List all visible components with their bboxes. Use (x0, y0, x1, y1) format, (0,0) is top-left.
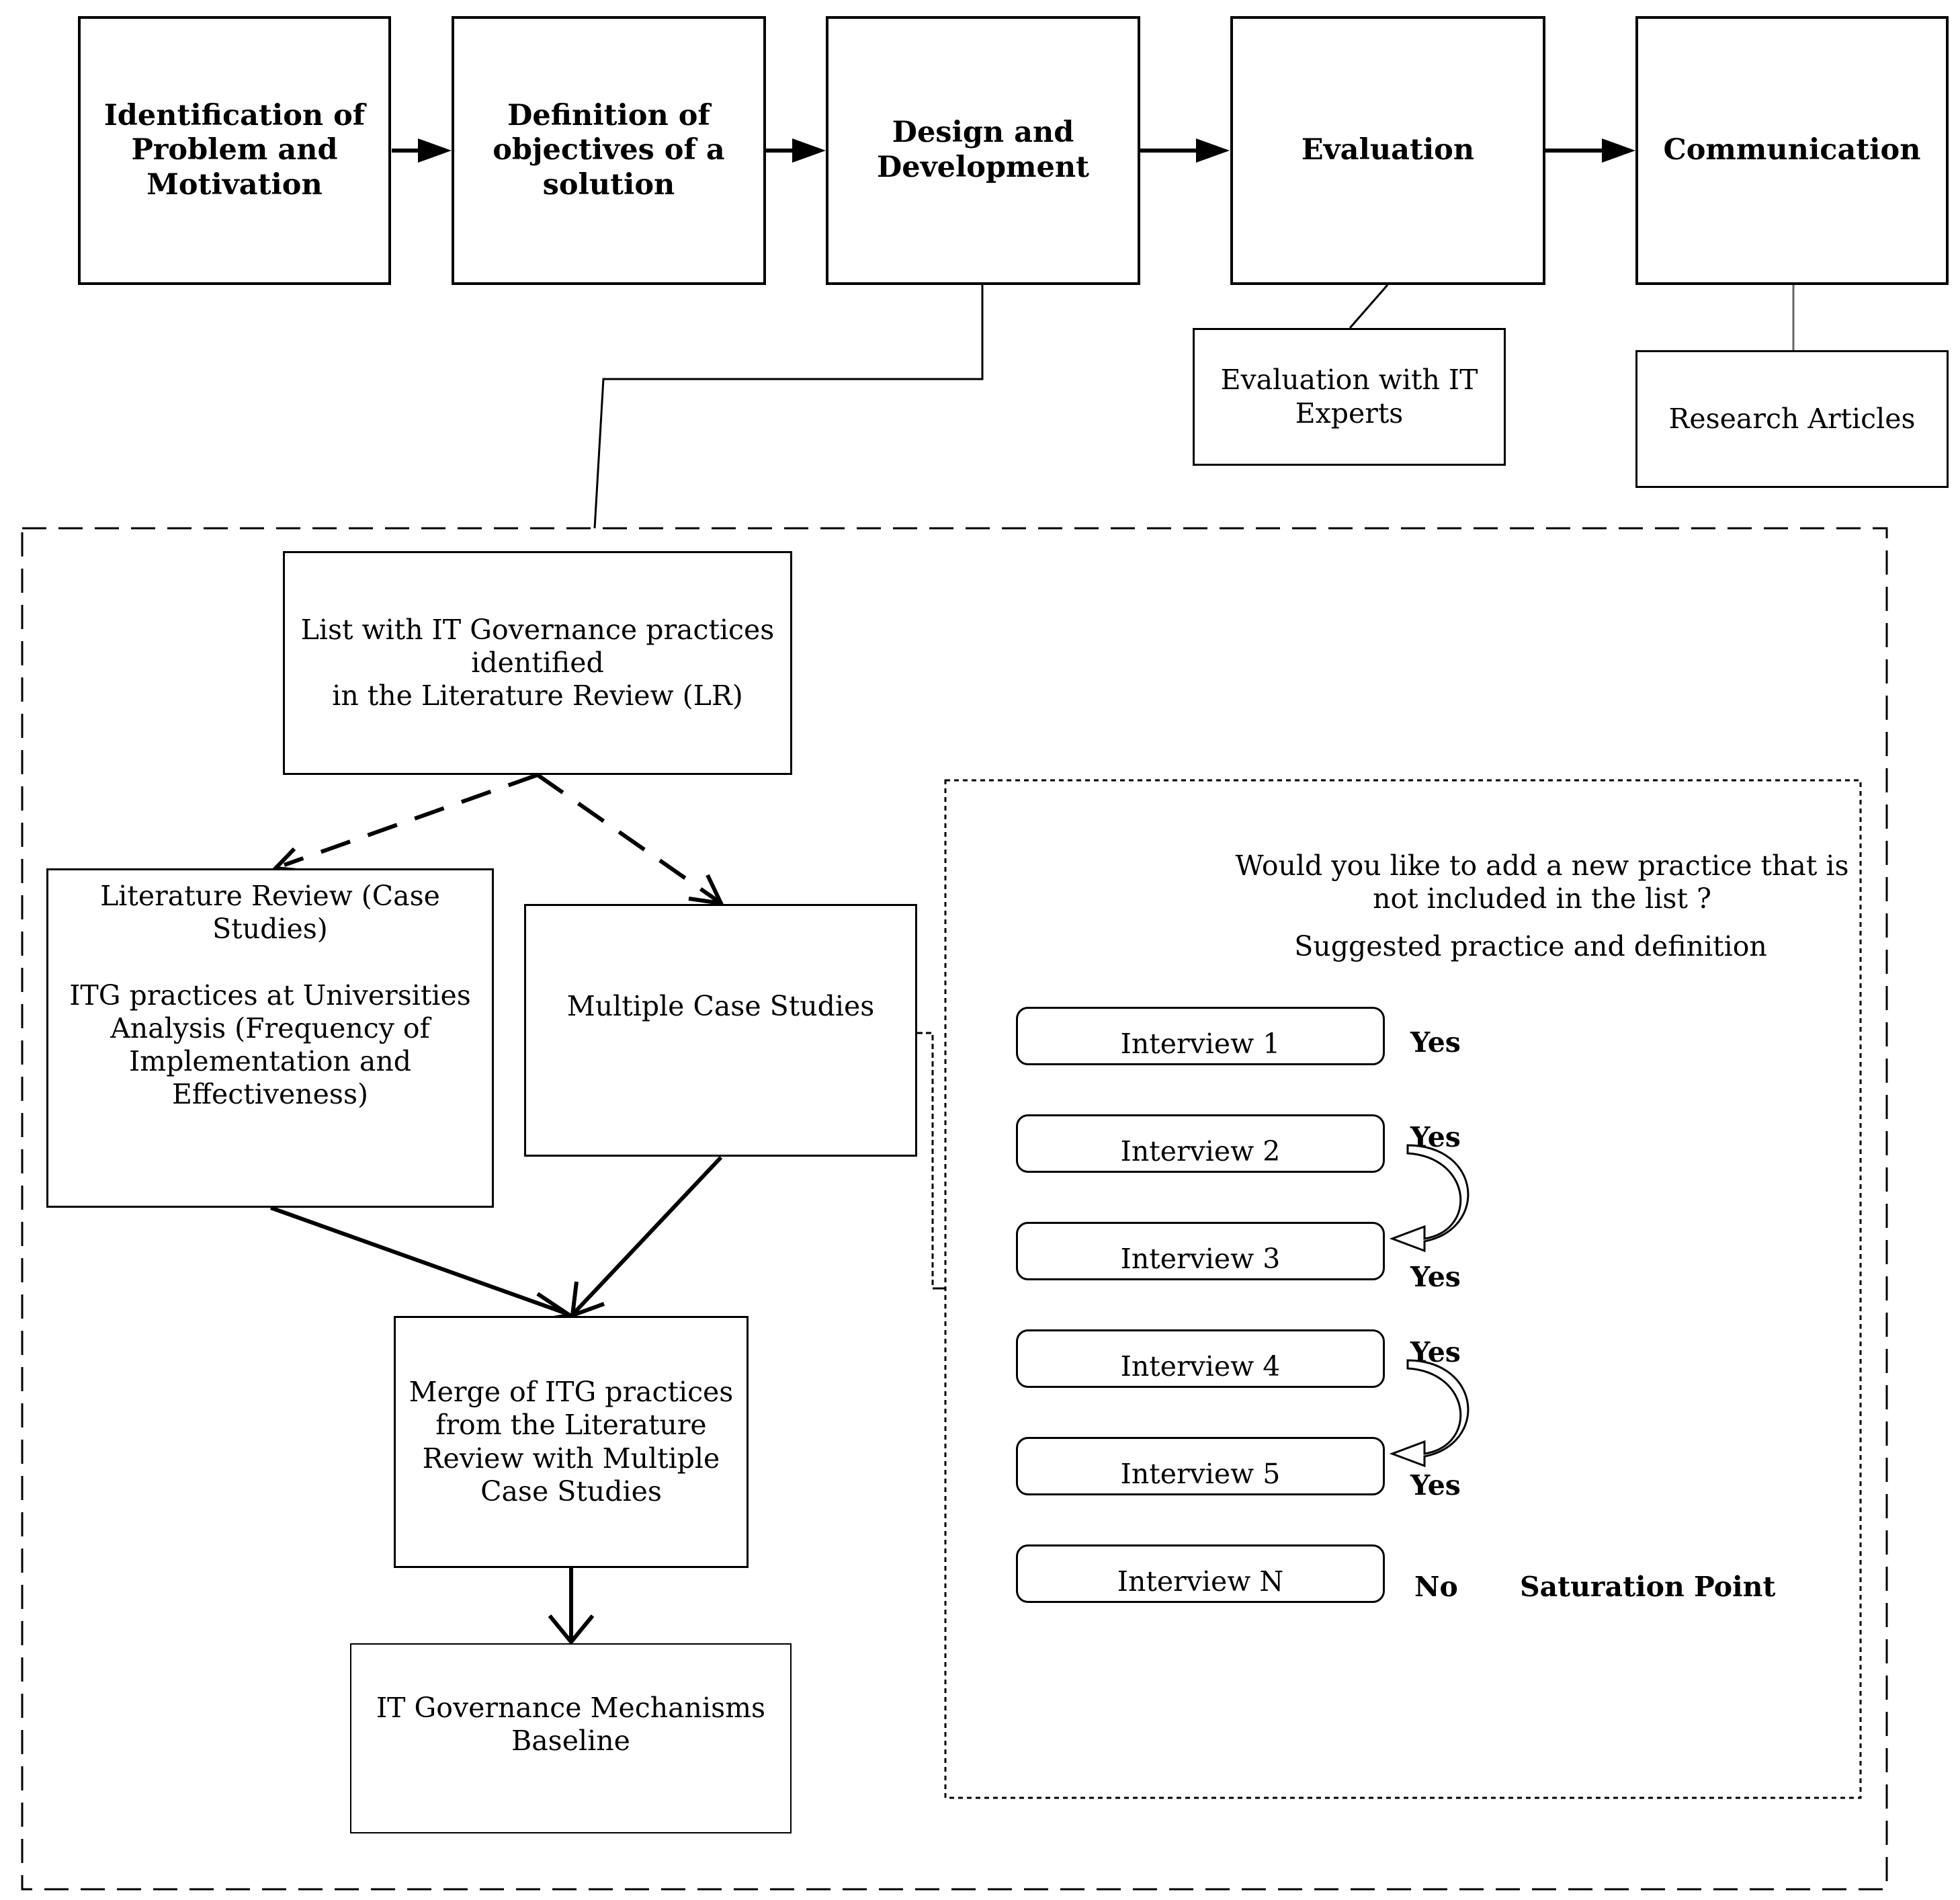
arrowhead-stage-2-3 (792, 138, 826, 163)
design-detail-region (21, 527, 1888, 1891)
merge-practices: Merge of ITG practices from the Literatu… (394, 1316, 749, 1568)
arrow-multiple-to-merge (571, 1155, 723, 1316)
bracket-connector (917, 1032, 945, 1290)
stage-objectives: Definition of objectives of a solution (452, 16, 766, 285)
dashed-arrow-to-multiple (536, 773, 720, 903)
interview-2: Interview 2 (1016, 1114, 1385, 1173)
communication-note: Research Articles (1635, 350, 1949, 488)
interview-n-answer: No (1414, 1571, 1458, 1603)
interview-5-answer: Yes (1410, 1469, 1461, 1501)
interview-4: Interview 4 (1016, 1329, 1385, 1388)
arrowhead-stage-3-4 (1196, 138, 1230, 163)
interview-3-answer: Yes (1410, 1261, 1461, 1293)
saturation-point-label: Saturation Point (1520, 1571, 1776, 1603)
arrowhead-stage-1-2 (418, 138, 452, 163)
connector-evaluation (1349, 284, 1389, 329)
repeat-arrow-2-3 (1389, 1144, 1469, 1253)
interview-n: Interview N (1016, 1544, 1385, 1603)
arrowhead-multiple-merge (570, 1281, 605, 1319)
interview-2-answer: Yes (1410, 1121, 1461, 1153)
arrow-lr-case-to-merge (269, 1206, 569, 1316)
multiple-case-studies: Multiple Case Studies (524, 904, 917, 1157)
interview-4-answer: Yes (1410, 1336, 1461, 1368)
dashed-arrow-to-lr-case (283, 773, 539, 867)
stage-communication: Communication (1635, 16, 1949, 285)
interview-1-answer: Yes (1410, 1026, 1461, 1059)
stage-design: Design and Development (826, 16, 1140, 285)
interview-3: Interview 3 (1016, 1222, 1385, 1280)
interview-1: Interview 1 (1016, 1007, 1385, 1065)
arrowhead-merge-baseline (548, 1614, 595, 1645)
stage-evaluation: Evaluation (1230, 16, 1545, 285)
lr-practice-list: List with IT Governance practices identi… (283, 551, 792, 775)
itg-baseline: IT Governance Mechanisms Baseline (350, 1643, 792, 1833)
repeat-arrow-4-5 (1389, 1359, 1469, 1468)
new-practice-question: Would you like to add a new practice tha… (1235, 850, 1849, 915)
interview-5: Interview 5 (1016, 1437, 1385, 1495)
suggested-practice-label: Suggested practice and definition (1294, 930, 1767, 962)
stage-identification: Identification of Problem and Motivation (78, 16, 391, 285)
arrowhead-stage-4-5 (1602, 138, 1635, 163)
evaluation-note: Evaluation with IT Experts (1193, 328, 1506, 466)
dashed-arrowhead-multiple (688, 874, 725, 906)
stage-arrows (392, 138, 1635, 163)
lr-case-studies: Literature Review (Case Studies) ITG pra… (46, 868, 494, 1208)
connector-design-detail (593, 285, 984, 529)
repeat-arrows (1389, 1144, 1469, 1468)
